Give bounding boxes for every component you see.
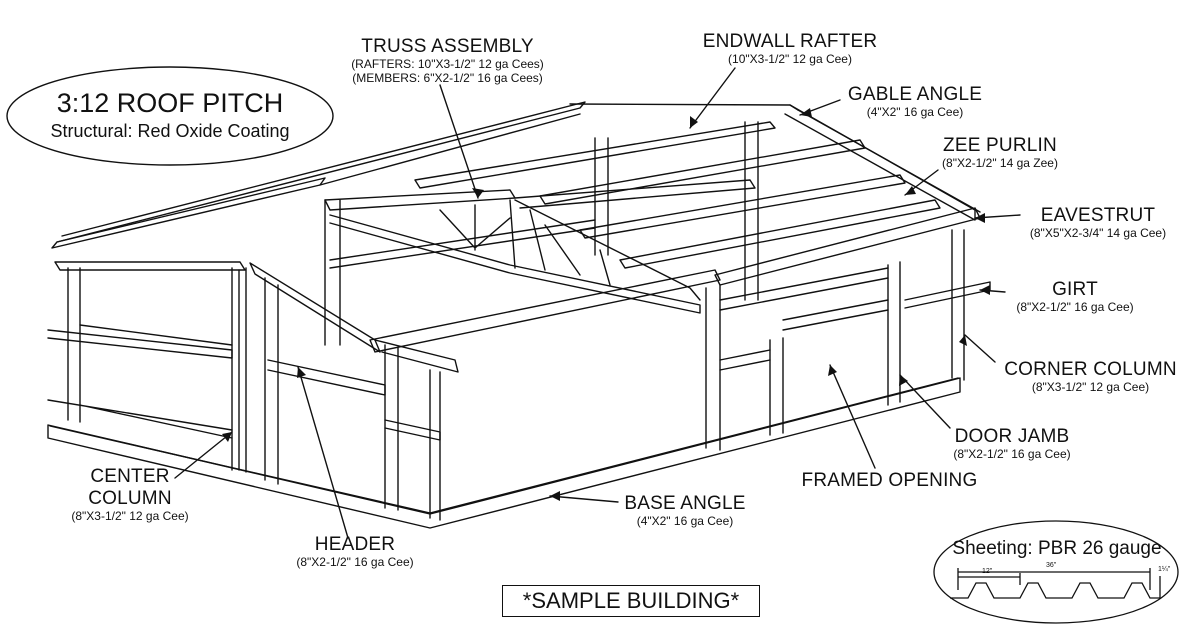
truss-bottom-chord (329, 214, 701, 314)
header-spec: (8"X2-1/2" 16 ga Cee) (296, 555, 414, 569)
girt-title: GIRT (1052, 279, 1098, 300)
sheeting-ellipse (933, 520, 1179, 624)
corner-column-right (951, 229, 965, 381)
girt-spec: (8"X2-1/2" 16 ga Cee) (1016, 300, 1134, 314)
zee-purlin-1 (414, 121, 776, 189)
sample-building-note: *SAMPLE BUILDING* (502, 585, 760, 617)
center-column-title-2: COLUMN (88, 488, 172, 509)
corner-column-spec: (8"X3-1/2" 12 ga Cee) (1031, 380, 1150, 394)
roof-pitch-title: 3:12 ROOF PITCH (56, 88, 284, 118)
door-jamb-title: DOOR JAMB (954, 426, 1070, 447)
front-endwall-rafter-left (54, 261, 246, 271)
door-jamb-right (887, 261, 901, 406)
gable-angle-title: GABLE ANGLE (847, 84, 983, 105)
leader-truss (439, 84, 479, 199)
label-framed-opening: FRAMED OPENING (787, 471, 992, 490)
leader-framed-opening (829, 364, 876, 469)
truss-webs (439, 199, 611, 286)
center-column-left (231, 267, 247, 473)
base-angle-title: BASE ANGLE (624, 493, 746, 514)
label-header: HEADER (8"X2-1/2" 16 ga Cee) (280, 535, 430, 568)
sheeting-height-dim: 1¼" (1158, 566, 1171, 573)
framed-opening-header (719, 267, 889, 311)
truss-assembly-members: (MEMBERS: 6"X2-1/2" 16 ga Cees) (352, 71, 543, 85)
left-roof-eave (51, 177, 326, 249)
header-left (267, 359, 386, 396)
right-column-endwall (384, 344, 441, 521)
roof-pitch-subtitle: Structural: Red Oxide Coating (50, 121, 290, 141)
sheeting-rib-dim: 12" (982, 568, 993, 575)
girt-right (904, 281, 991, 309)
zee-purlin-4 (619, 199, 941, 269)
zee-purlin-spec: (8"X2-1/2" 14 ga Zee) (942, 156, 1058, 170)
framed-opening-title: FRAMED OPENING (801, 470, 978, 491)
zee-purlin-3 (579, 174, 906, 239)
corner-column-left (67, 267, 81, 423)
eavestrut-spec: (8"X5"X2-3/4" 14 ga Cee) (1029, 226, 1167, 240)
label-girt: GIRT (8"X2-1/2" 16 ga Cee) (1000, 280, 1150, 313)
zee-purlin-2 (539, 139, 866, 205)
truss-top-chord-left (324, 189, 516, 211)
eavestrut-title: EAVESTRUT (1040, 205, 1156, 226)
label-eavestrut: EAVESTRUT (8"X5"X2-3/4" 14 ga Cee) (1013, 206, 1183, 239)
base-angle-spec: (4"X2" 16 ga Cee) (636, 514, 734, 528)
endwall-rafter-title: ENDWALL RAFTER (702, 31, 878, 52)
truss-assembly-rafters: (RAFTERS: 10"X3-1/2" 12 ga Cees) (351, 57, 544, 71)
corner-column-title: CORNER COLUMN (1004, 359, 1177, 380)
center-column-spec: (8"X3-1/2" 12 ga Cee) (71, 509, 189, 523)
leader-center-column (174, 431, 233, 479)
label-door-jamb: DOOR JAMB (8"X2-1/2" 16 ga Cee) (937, 427, 1087, 460)
label-corner-column: CORNER COLUMN (8"X3-1/2" 12 ga Cee) (993, 360, 1188, 393)
gable-angle-spec: (4"X2" 16 ga Cee) (866, 105, 964, 119)
ridge-top (569, 103, 799, 111)
leader-header (297, 366, 349, 539)
leader-door-jamb (899, 374, 951, 429)
endwall-rafter-spec: (10"X3-1/2" 12 ga Cee) (728, 52, 852, 66)
leader-endwall-rafter (689, 67, 736, 129)
label-endwall-rafter: ENDWALL RAFTER (10"X3-1/2" 12 ga Cee) (690, 32, 890, 65)
front-endwall-rafter-slope (249, 262, 381, 353)
girt-left-1 (47, 329, 233, 359)
sheeting-width-dim: 36" (1046, 562, 1057, 569)
center-column-title-1: CENTER (90, 466, 170, 487)
truss-assembly-title: TRUSS ASSEMBLY (361, 36, 534, 57)
front-long-rafter (369, 269, 721, 353)
leader-base-angle (549, 495, 619, 503)
label-truss-assembly: TRUSS ASSEMBLY (RAFTERS: 10"X3-1/2" 12 g… (340, 37, 555, 84)
zee-purlin-title: ZEE PURLIN (943, 135, 1057, 156)
truss-rafter (514, 199, 701, 301)
roof-pitch-ellipse (6, 66, 334, 166)
door-jamb-spec: (8"X2-1/2" 16 ga Cee) (953, 447, 1071, 461)
label-zee-purlin: ZEE PURLIN (8"X2-1/2" 14 ga Zee) (925, 136, 1075, 169)
roof-pitch-block: 3:12 ROOF PITCH Structural: Red Oxide Co… (10, 88, 330, 142)
header-title: HEADER (314, 534, 396, 555)
leader-corner-column (964, 334, 996, 363)
label-base-angle: BASE ANGLE (4"X2" 16 ga Cee) (610, 494, 760, 527)
pbr-profile (950, 582, 1160, 599)
sheeting-title: Sheeting: PBR 26 gauge (952, 538, 1162, 559)
label-gable-angle: GABLE ANGLE (4"X2" 16 ga Cee) (840, 85, 990, 118)
girt-left-2 (79, 324, 233, 346)
door-jamb-left (264, 277, 279, 485)
left-gable-ridge (56, 101, 586, 243)
eavestrut (714, 207, 981, 286)
label-center-column: CENTER COLUMN (8"X3-1/2" 12 ga Cee) (55, 467, 205, 522)
